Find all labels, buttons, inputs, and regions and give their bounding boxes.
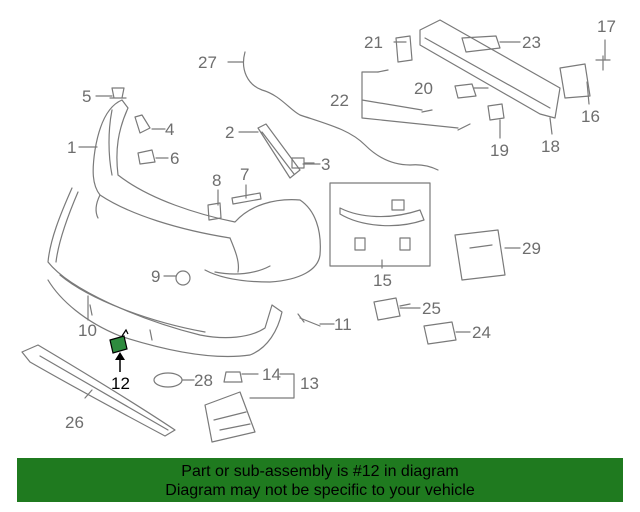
- bracket-13-drawing: [204, 391, 256, 443]
- energy-absorber-drawing: [419, 19, 561, 119]
- bolt-17-drawing: [595, 55, 611, 71]
- part-label[interactable]: 19: [490, 141, 509, 160]
- part-label[interactable]: 18: [541, 137, 560, 156]
- sensor-24-drawing: [423, 321, 457, 345]
- part-label[interactable]: 11: [334, 315, 352, 334]
- sensor-25-drawing: [373, 297, 411, 321]
- part-label[interactable]: 20: [414, 79, 433, 98]
- part-label[interactable]: 6: [170, 149, 179, 168]
- part-label[interactable]: 17: [597, 17, 616, 36]
- part-label[interactable]: 2: [225, 123, 234, 142]
- clip-5-drawing: [109, 87, 127, 99]
- part-label[interactable]: 28: [194, 371, 213, 390]
- lower-valance-drawing: [47, 187, 283, 358]
- bracket-19-drawing: [487, 103, 505, 121]
- highlighted-part-label[interactable]: 12: [111, 374, 130, 393]
- bracket-20-drawing: [454, 83, 477, 99]
- part-label[interactable]: 14: [262, 365, 281, 384]
- part-label[interactable]: 10: [78, 321, 97, 340]
- lamp-15-box: [329, 182, 431, 267]
- reflector-8-drawing: [207, 202, 222, 221]
- bracket-23-drawing: [461, 35, 501, 53]
- highlighted-part-12[interactable]: [109, 328, 129, 372]
- part-label[interactable]: 4: [165, 120, 174, 139]
- part-label[interactable]: 22: [330, 91, 349, 110]
- bolt-22-drawing: [377, 69, 471, 131]
- bracket-6-drawing: [137, 149, 156, 165]
- parts-diagram: 1 2 3 4 5 6 7 8 9 10 11 12 13 14 15 16 1…: [21, 17, 616, 443]
- diffuser-drawing: [21, 344, 176, 437]
- part-label[interactable]: 23: [522, 33, 541, 52]
- info-banner: Part or sub-assembly is #12 in diagram D…: [17, 458, 623, 502]
- part-label[interactable]: 5: [82, 87, 91, 106]
- clip-3-drawing: [291, 157, 315, 169]
- part-label[interactable]: 9: [151, 267, 160, 286]
- reflector-7-drawing: [231, 192, 262, 205]
- part-number-labels: 1 2 3 4 5 6 7 8 9 10 11 12 13 14 15 16 1…: [65, 17, 616, 432]
- nut-14-drawing: [223, 371, 243, 383]
- info-banner-line-1: Part or sub-assembly is #12 in diagram: [181, 463, 459, 480]
- sensor-bracket-29-drawing: [454, 229, 506, 281]
- bracket-16-drawing: [559, 63, 591, 99]
- bracket-4-drawing: [134, 114, 151, 134]
- info-banner-line-2: Diagram may not be specific to your vehi…: [165, 482, 475, 499]
- wiring-harness-drawing: [242, 51, 439, 171]
- part-label[interactable]: 8: [212, 171, 221, 190]
- part-label[interactable]: 26: [65, 413, 84, 432]
- part-label[interactable]: 29: [522, 239, 541, 258]
- part-label[interactable]: 13: [300, 374, 319, 393]
- part-label[interactable]: 27: [198, 53, 217, 72]
- part-label[interactable]: 16: [581, 107, 600, 126]
- part-label[interactable]: 25: [422, 299, 441, 318]
- part-label[interactable]: 15: [373, 271, 392, 290]
- part-label[interactable]: 21: [364, 33, 383, 52]
- bumper-cover-drawing: [92, 99, 321, 283]
- screw-11-drawing: [297, 313, 321, 327]
- ring-28-drawing: [153, 372, 183, 388]
- plug-9-drawing: [175, 270, 191, 286]
- part-label[interactable]: 3: [321, 155, 330, 174]
- leader-lines: [78, 39, 606, 399]
- bracket-21-drawing: [395, 35, 413, 63]
- part-label[interactable]: 7: [240, 165, 249, 184]
- bracket-2-drawing: [257, 123, 301, 179]
- part-label[interactable]: 1: [67, 138, 76, 157]
- lamp-15-drawing: [339, 199, 425, 251]
- part-label[interactable]: 24: [472, 323, 491, 342]
